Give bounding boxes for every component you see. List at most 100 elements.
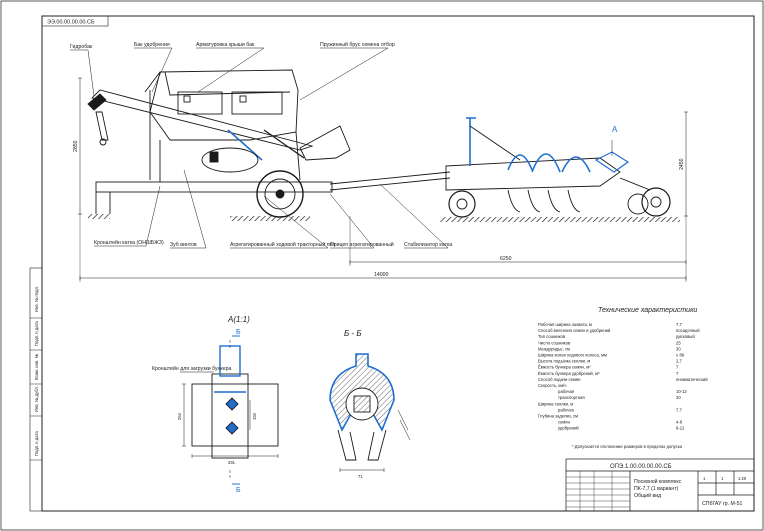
callout-stabilizer: Стабилизатор катка xyxy=(404,242,452,248)
tech-row-value: 30 xyxy=(676,346,681,351)
dim-mid: 6250 xyxy=(500,256,512,262)
dim-height-right: 2450 xyxy=(679,158,685,170)
leader-5 xyxy=(94,185,161,247)
ground-hatch-mid xyxy=(230,216,310,221)
dim-extension-lines xyxy=(79,214,687,282)
leader-3 xyxy=(196,47,265,93)
hopper-window-2 xyxy=(239,95,247,103)
svg-text:Инв. № дубл.: Инв. № дубл. xyxy=(34,386,39,412)
detail-a-dim-h: 264 xyxy=(177,412,182,420)
view-a-label: А xyxy=(612,125,618,134)
detail-a-dim-inner: 150 xyxy=(252,412,257,420)
callout-roof: Арматуровка крыши бак xyxy=(196,42,255,48)
tech-footnote: * Допускается отклонение размеров в пред… xyxy=(572,444,683,449)
cart-wheel-tire xyxy=(256,170,304,218)
tech-row-key: Ширина сеялки, м xyxy=(538,401,573,406)
side-strip: Инв. № подл. Подп. и дата Взам. инв. № И… xyxy=(29,267,43,512)
main-view xyxy=(70,47,688,282)
tech-characteristics: Технические характеристики Рабочая ширин… xyxy=(538,307,708,449)
tech-row-key: рабочее xyxy=(558,407,575,412)
dim-height-left: 2850 xyxy=(73,140,79,152)
tech-row-value: 7,7 xyxy=(676,407,682,412)
title-block-code: ОПЭ.1.00.00.00.00.СБ xyxy=(610,464,672,470)
tech-row-key: Тип сошников xyxy=(538,334,566,339)
implement-wheel-rear-tire xyxy=(641,187,671,217)
implement-wheel-front-tire xyxy=(448,190,476,218)
title-block-labels: ОПЭ.1.00.00.00.00.СБ Посевной комплекс П… xyxy=(610,464,747,507)
detail-a-labels: А(1:1) Кронштейн для загрузки бункера Б … xyxy=(152,315,257,494)
tech-row-key: Ёмкость бункера семян, м³ xyxy=(538,365,591,370)
tech-row-key: Способ внесения семян и удобрений xyxy=(538,328,611,333)
drawing-frame xyxy=(41,15,755,512)
hopper-lid-line xyxy=(164,71,291,96)
tech-row-key: Междурядье, см xyxy=(538,346,570,351)
tech-row-value: 2,7 xyxy=(676,359,682,364)
drawbar xyxy=(329,171,451,191)
dim-total: 14000 xyxy=(374,272,389,278)
tech-row-value: 7,7 xyxy=(676,322,682,327)
tech-row-key: рабочая xyxy=(558,389,574,394)
callout-hydrotank: Гидробак xyxy=(70,44,93,50)
auger-support xyxy=(95,111,109,141)
callout-screw: Зуб винтов xyxy=(170,242,197,248)
tech-row-value: ≤ 88 xyxy=(676,353,685,358)
leader-4 xyxy=(299,47,389,101)
detail-a-cut-top: Б xyxy=(236,329,241,336)
leader-1 xyxy=(70,49,95,97)
title-block-frame xyxy=(565,458,755,512)
section-bb-title: Б - Б xyxy=(344,329,362,338)
implement-wheel-rear-hub xyxy=(650,196,662,208)
detail-a-dim-w-line xyxy=(191,454,279,458)
detail-a-bracket xyxy=(211,373,249,459)
disc-arc-3 xyxy=(561,156,591,173)
callout-trailer: Прицеп агрегатированный xyxy=(330,241,394,248)
detail-a-note: Кронштейн для загрузки бункера xyxy=(152,365,232,372)
callout-bracket: Кронштейн катка (ОНШБЖЗ) xyxy=(94,239,164,246)
title-block-grid xyxy=(566,476,630,508)
title-block-name-2: ПК-7,7 (1 вариант) xyxy=(634,486,679,492)
tech-row-value: посадочный xyxy=(676,328,700,333)
disc-blades xyxy=(507,189,581,213)
tech-row-value: 20 xyxy=(676,395,681,400)
svg-text:ЭЭ.00.00.00.00.СБ: ЭЭ.00.00.00.00.СБ xyxy=(47,20,95,26)
title-block xyxy=(565,458,755,512)
detail-a-bolts xyxy=(225,397,239,435)
tech-row-value: 10-12 xyxy=(676,389,687,394)
section-bb-dim: 71 xyxy=(358,474,363,479)
tech-row-key: Способ подачи семян xyxy=(538,377,581,382)
discharge-chute xyxy=(299,125,351,161)
title-block-sheet: 1 xyxy=(703,476,706,481)
detail-a-dim-h-line xyxy=(182,383,186,447)
auger-head xyxy=(87,93,107,111)
cart-frame xyxy=(95,181,333,193)
tech-row-key: Ширина колеи ходового колеса, мм xyxy=(538,353,607,358)
cart-wheel-hub xyxy=(275,189,285,199)
section-bb-leaders xyxy=(397,409,411,441)
detail-a-title: А(1:1) xyxy=(227,315,250,324)
svg-text:Инв. № подл.: Инв. № подл. xyxy=(34,286,39,312)
section-bb-core xyxy=(353,395,371,413)
title-block-sheets: 1 xyxy=(721,476,724,481)
section-bb-labels: Б - Б 71 xyxy=(344,329,363,479)
arm-line xyxy=(263,129,305,159)
callout-fertilizer-tank: Бак удобрения xyxy=(134,42,170,48)
tech-row-value: 8-12 xyxy=(676,426,685,431)
implement-wheel-front-hub xyxy=(456,198,468,210)
main-view-labels: Гидробак Бак удобрения Арматуровка крыши… xyxy=(70,41,685,278)
hydraulic-line xyxy=(227,129,263,161)
tech-row-key: удобрений xyxy=(558,426,579,431)
title-block-grid-v xyxy=(579,471,613,511)
disc-arc-2 xyxy=(531,153,561,173)
detail-a-dim-w: 291 xyxy=(228,460,236,465)
leader-6 xyxy=(170,169,207,249)
svg-text:Подп. и дата: Подп. и дата xyxy=(34,431,39,456)
tech-row-key: Число сошников xyxy=(538,340,571,345)
top-stamp: ЭЭ.00.00.00.00.СБ xyxy=(41,15,109,27)
tech-row-value: 25 xyxy=(676,340,681,345)
detail-a-view xyxy=(180,335,279,485)
leader-8 xyxy=(329,193,375,249)
tech-row-key: транспортная xyxy=(558,395,585,400)
tech-row-key: семян xyxy=(558,420,571,425)
ground-hatch-left xyxy=(88,214,110,219)
